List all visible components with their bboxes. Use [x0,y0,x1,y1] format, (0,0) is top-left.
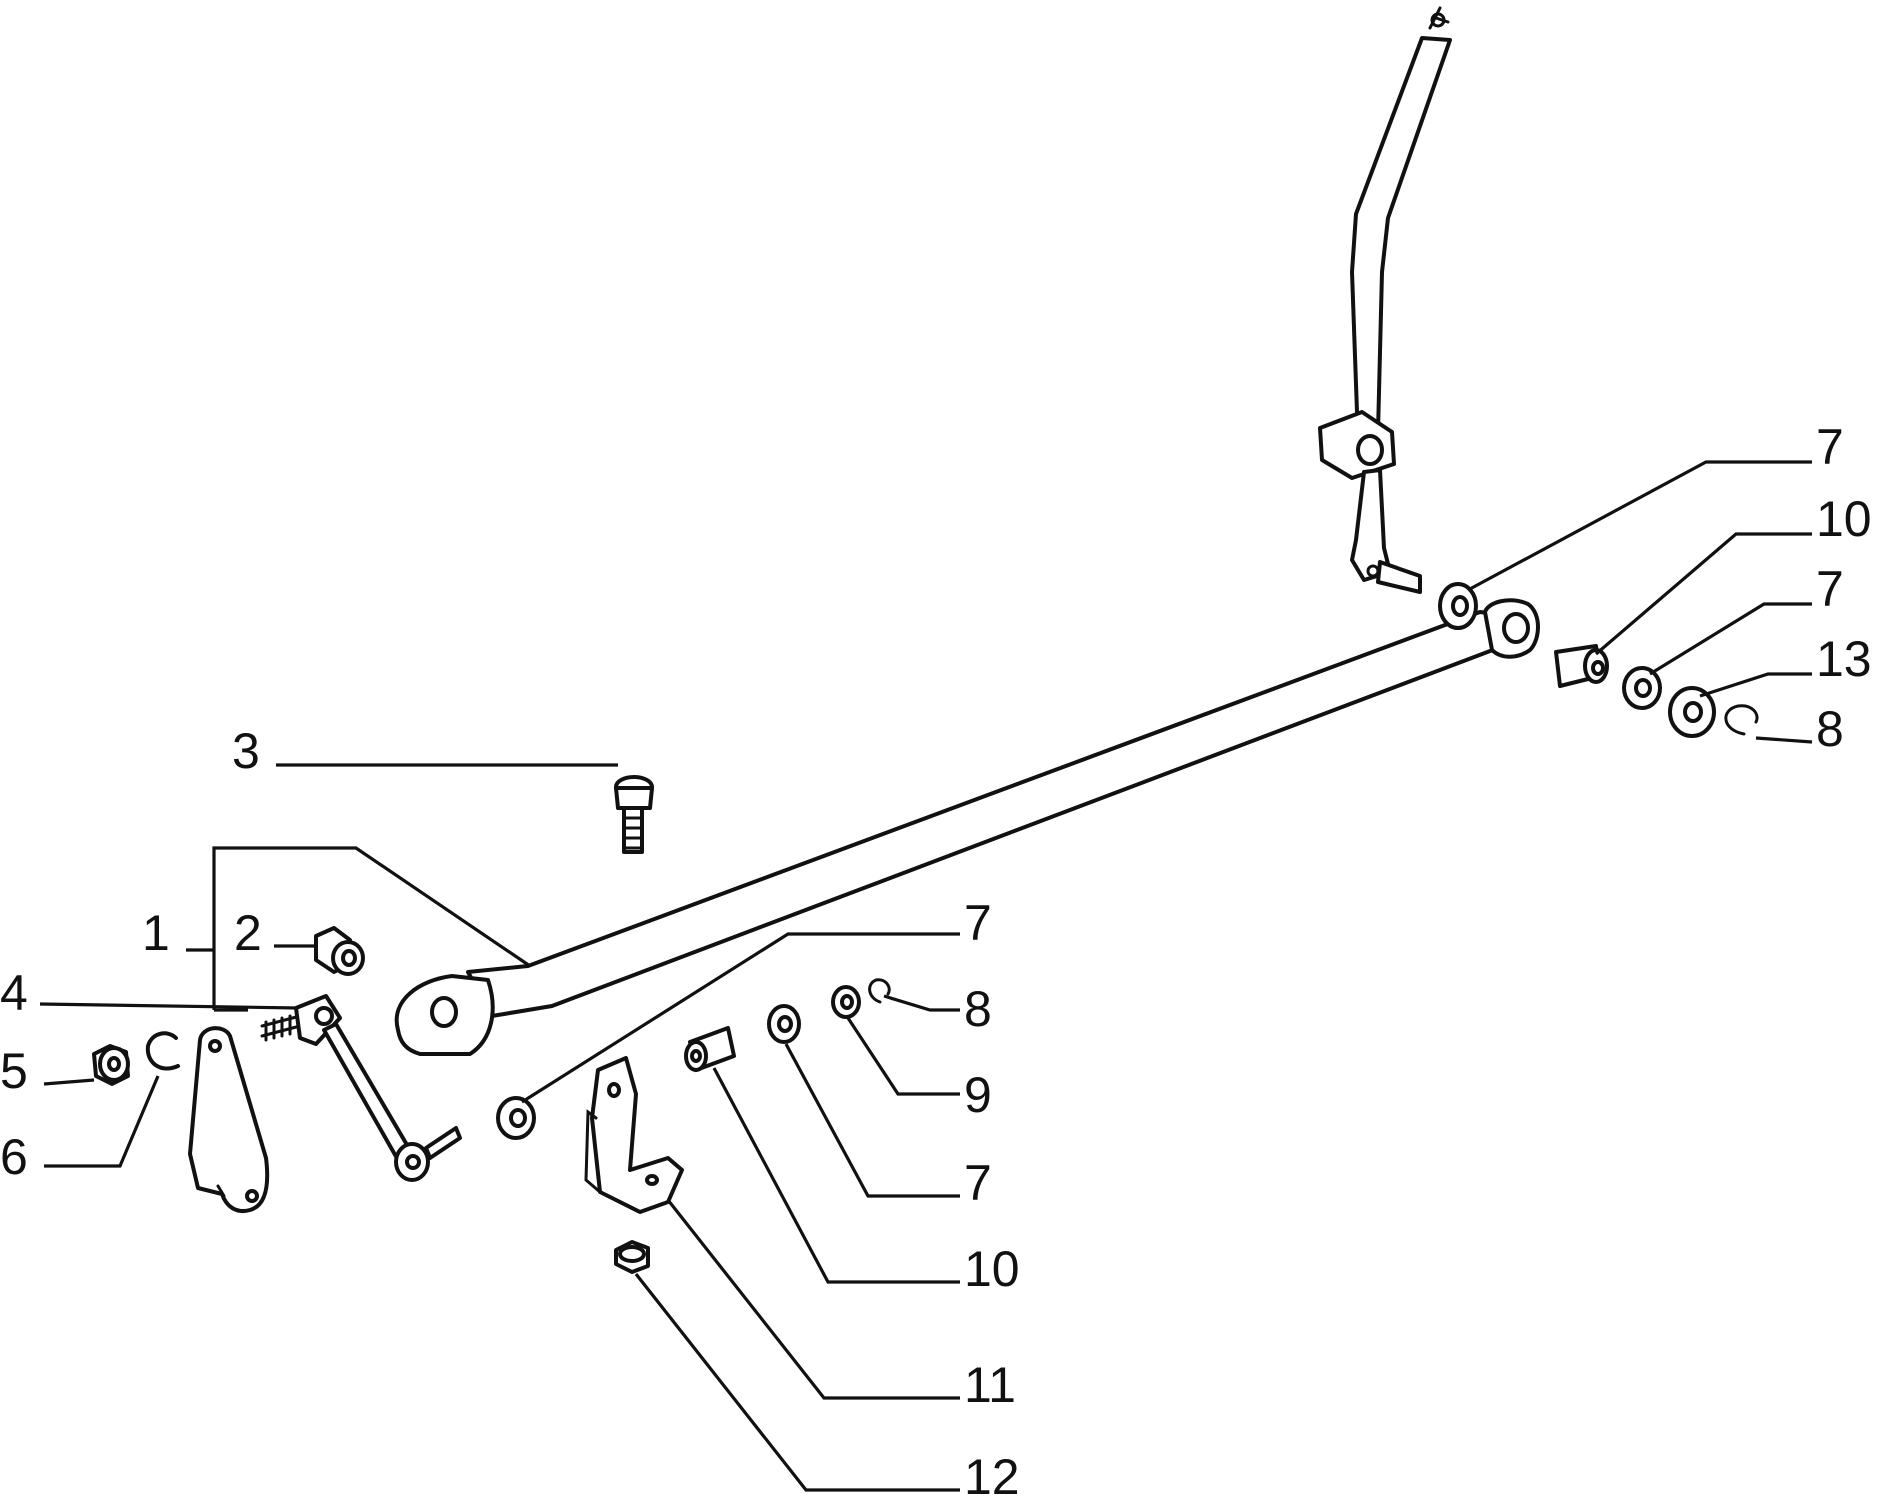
callout-10-center: 10 [964,1241,1020,1297]
ball-joint-link [260,994,462,1182]
callout-11: 11 [964,1357,1016,1413]
shift-lever [1318,6,1452,594]
bracket-nut [614,1240,650,1274]
callout-8-right: 8 [1816,701,1844,757]
callout-2: 2 [234,905,262,961]
callout-1: 1 [142,905,170,961]
callout-13-right: 13 [1816,631,1872,687]
left-nut [314,926,365,976]
center-washer [496,1096,536,1140]
right-fasteners [1438,582,1759,738]
nut-washer-pair [92,1031,180,1086]
callout-3: 3 [232,723,260,779]
callout-10-right: 10 [1816,491,1872,547]
support-bracket [584,1056,684,1214]
bracket-plate [188,1026,270,1213]
callout-7-center-a: 7 [964,895,992,951]
leader-lines [39,460,1813,1492]
callout-8-center: 8 [964,981,992,1037]
bolt [614,775,654,854]
callout-4: 4 [0,965,28,1021]
callout-labels: 1 2 3 4 5 6 7 10 7 13 8 7 8 9 7 10 11 12 [0,419,1872,1505]
callout-6: 6 [0,1129,28,1185]
callout-7-right-b: 7 [1816,561,1844,617]
callout-5: 5 [0,1043,28,1099]
link-rod [394,598,1540,1056]
callout-7-center-b: 7 [964,1155,992,1211]
center-fasteners [684,978,891,1072]
callout-12: 12 [964,1449,1020,1505]
callout-9-center: 9 [964,1067,992,1123]
callout-7-right-a: 7 [1816,419,1844,475]
